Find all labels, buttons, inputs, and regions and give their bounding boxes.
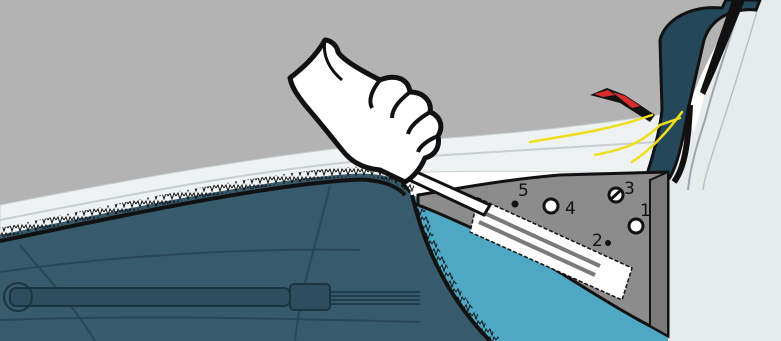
hole-label-4: 4 [565, 199, 576, 219]
hole-5 [512, 201, 519, 208]
hole-2 [605, 240, 611, 246]
hole-1 [629, 219, 643, 233]
hole-label-3: 3 [624, 179, 635, 199]
hole-label-1: 1 [640, 201, 651, 221]
hole-4 [544, 199, 558, 213]
hole-label-5: 5 [518, 181, 529, 201]
hole-label-2: 2 [592, 231, 603, 251]
